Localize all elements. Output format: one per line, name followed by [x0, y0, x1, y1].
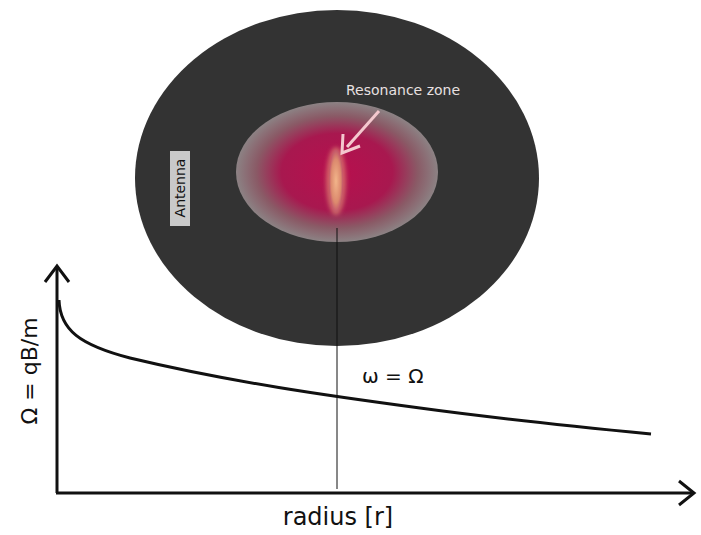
pointer-head — [342, 134, 360, 153]
x-axis — [56, 492, 694, 495]
axis-title: Ω = qB/m — [17, 317, 42, 424]
y-axis-head — [45, 266, 69, 282]
resonance-glow — [326, 147, 346, 215]
antenna-box: Antenna — [170, 151, 190, 226]
resonance-condition: ω = Ω — [362, 365, 424, 388]
gyrofrequency-curve — [59, 300, 651, 434]
plasma-ellipse — [236, 102, 438, 242]
pointer-line — [347, 111, 379, 147]
resonance-zone — [329, 150, 343, 212]
x-axis-head — [679, 481, 694, 505]
resonance-line — [337, 228, 338, 489]
zone-label: Resonance zone — [346, 82, 460, 98]
antenna-label: Antenna — [172, 159, 188, 218]
axis-title: radius [r] — [283, 504, 393, 532]
